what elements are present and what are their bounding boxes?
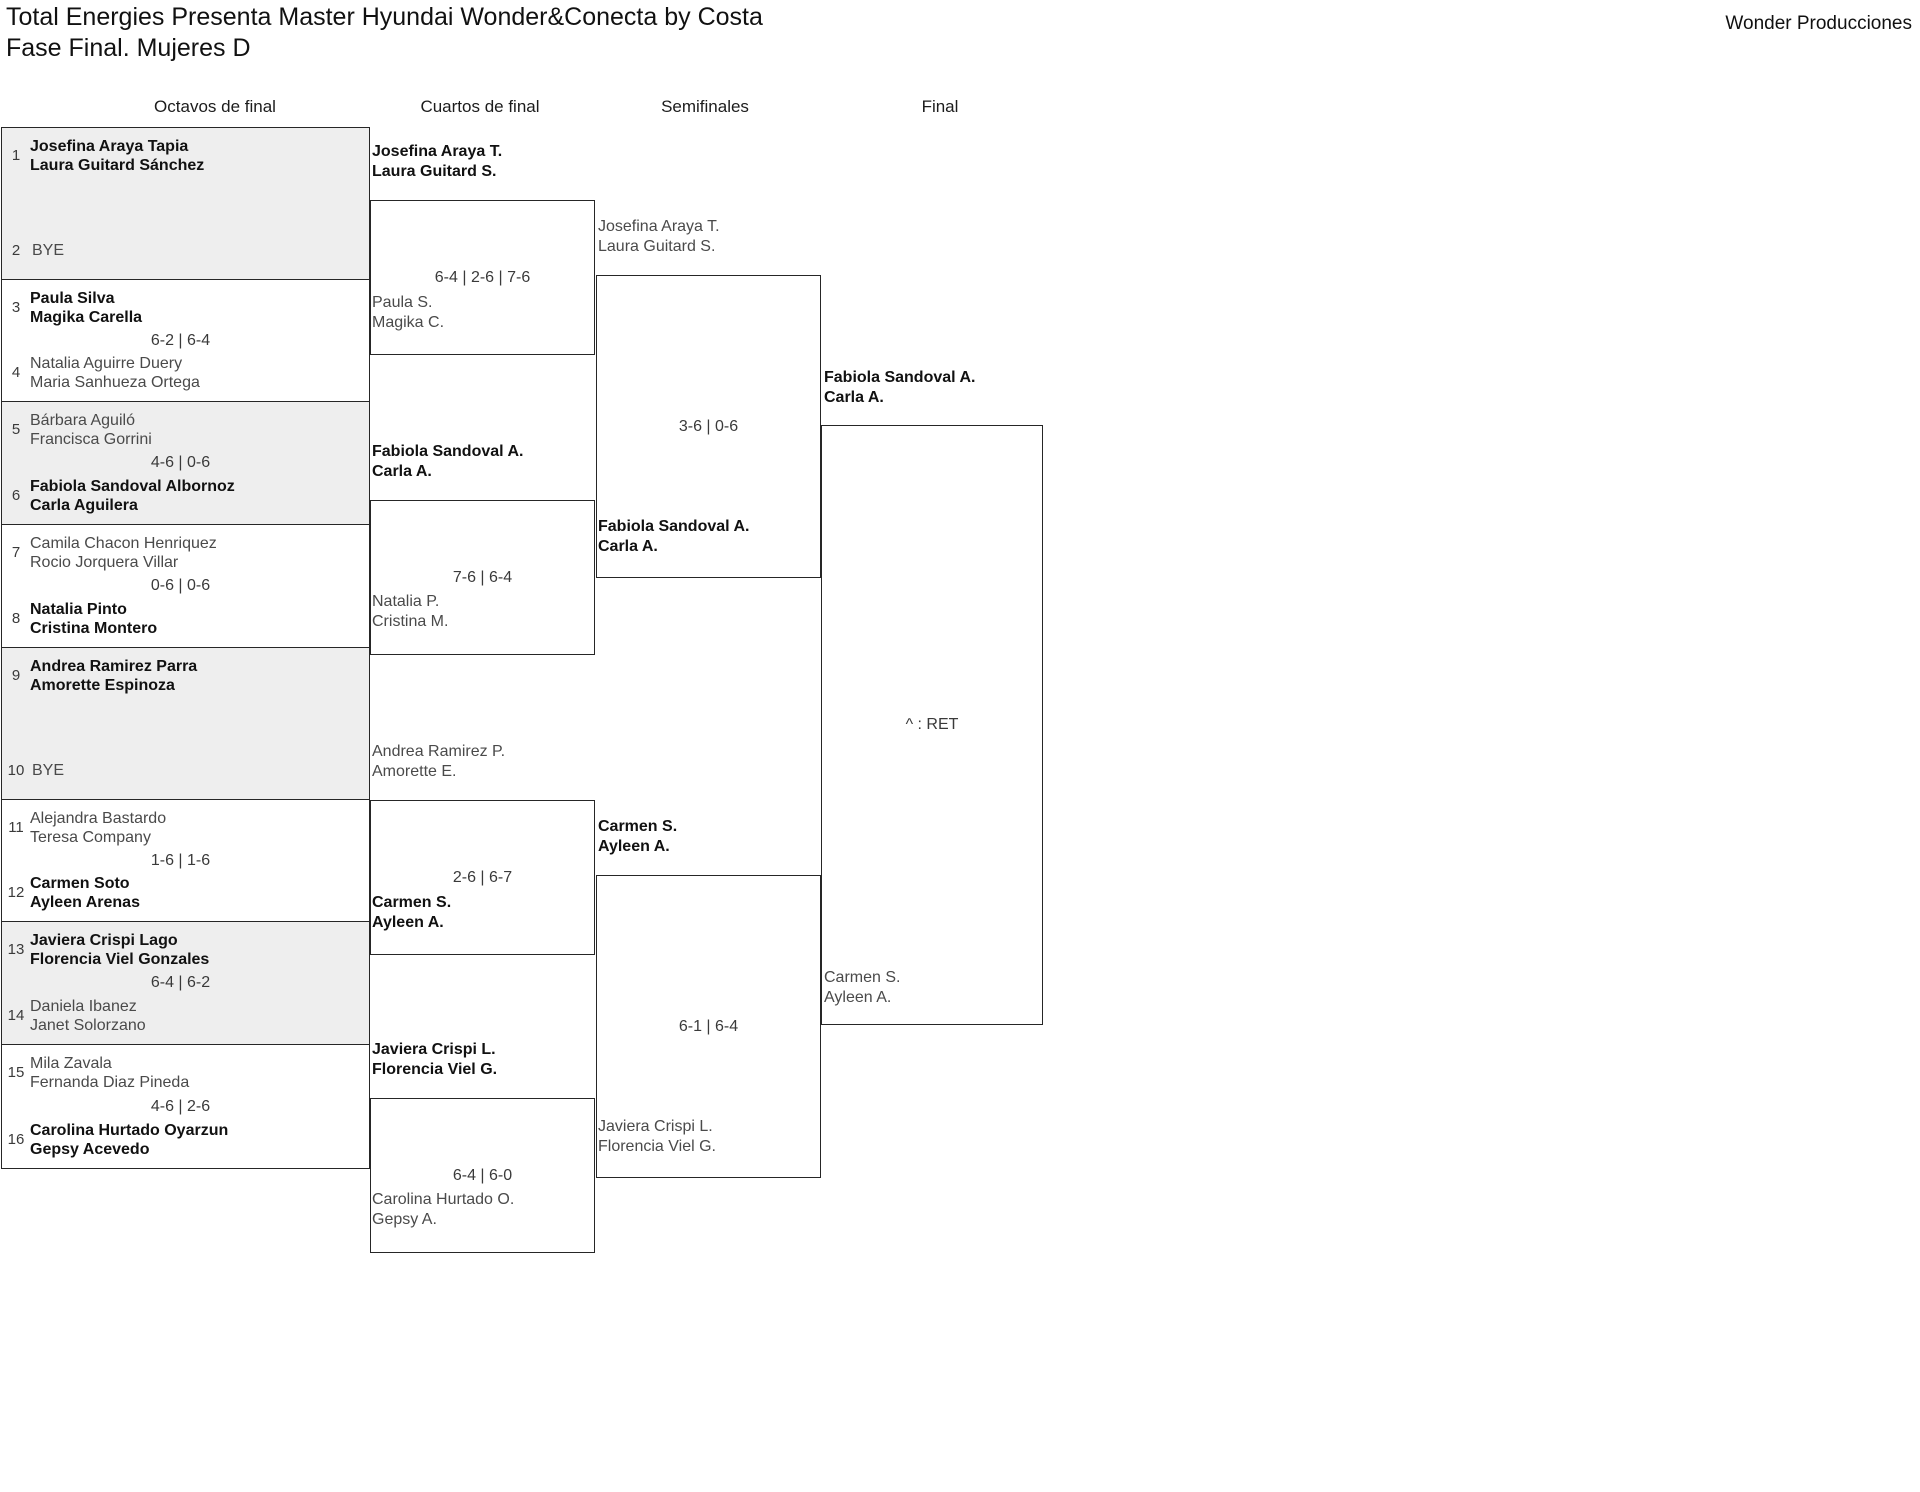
- team-names: BYE: [32, 762, 65, 780]
- seed-number: 13: [7, 941, 25, 958]
- r1-match-2-score: 6-2 | 6-4: [150, 331, 211, 349]
- r1-match-1-top[interactable]: 1 Josefina Araya Tapia Laura Guitard Sán…: [2, 136, 369, 176]
- seed-number: 2: [11, 242, 21, 259]
- r3-match-1-bottom-team[interactable]: Fabiola Sandoval A. Carla A.: [598, 518, 750, 555]
- r1-match-3-score: 4-6 | 0-6: [150, 454, 211, 471]
- r1-match-3-bottom[interactable]: 6 Fabiola Sandoval Albornoz Carla Aguile…: [2, 476, 369, 516]
- round-header-octavos: Octavos de final: [154, 97, 276, 116]
- r1-match-3-top[interactable]: 5 Bárbara Aguiló Francisca Gorrini: [2, 410, 369, 450]
- r2-match-3-bottom-team[interactable]: Carmen S. Ayleen A.: [372, 894, 452, 931]
- r1-match-1[interactable]: 1 Josefina Araya Tapia Laura Guitard Sán…: [2, 128, 369, 280]
- r2-match-3-connector[interactable]: 2-6 | 6-7: [370, 800, 595, 955]
- r2-match-2-bottom-team[interactable]: Natalia P. Cristina M.: [372, 593, 449, 630]
- seed-number: 14: [7, 1007, 25, 1024]
- r2-match-4-bottom-team[interactable]: Carolina Hurtado O. Gepsy A.: [372, 1191, 515, 1228]
- r2-match-1-top-team[interactable]: Josefina Araya T. Laura Guitard S.: [372, 143, 503, 180]
- r2-match-4-connector[interactable]: 6-4 | 6-0: [370, 1098, 595, 1253]
- team-names: Carolina Hurtado Oyarzun Gepsy Acevedo: [30, 1121, 229, 1159]
- seed-number: 7: [11, 544, 21, 561]
- team-names: Camila Chacon Henriquez Rocio Jorquera V…: [30, 534, 217, 572]
- r1-match-7-bottom[interactable]: 14 Daniela Ibanez Janet Solorzano: [2, 996, 369, 1036]
- r1-match-5-bottom[interactable]: 10 BYE: [2, 751, 369, 791]
- r1-match-4-top[interactable]: 7 Camila Chacon Henriquez Rocio Jorquera…: [2, 533, 369, 573]
- r1-match-6-score: 1-6 | 1-6: [150, 851, 211, 869]
- r2-match-1-connector[interactable]: 6-4 | 2-6 | 7-6: [370, 200, 595, 355]
- seed-number: 6: [11, 487, 21, 504]
- round-octavos-column: 1 Josefina Araya Tapia Laura Guitard Sán…: [1, 127, 370, 1169]
- seed-number: 12: [7, 884, 25, 901]
- seed-number: 11: [8, 819, 24, 836]
- r1-match-8[interactable]: 15 Mila Zavala Fernanda Diaz Pineda 4-6 …: [2, 1045, 369, 1168]
- r4-match-1-bottom-team[interactable]: Carmen S. Ayleen A.: [824, 969, 901, 1006]
- r1-match-3[interactable]: 5 Bárbara Aguiló Francisca Gorrini 4-6 |…: [2, 402, 369, 525]
- r3-match-2-connector[interactable]: 6-1 | 6-4: [596, 875, 821, 1178]
- r1-match-8-score: 4-6 | 2-6: [150, 1097, 211, 1115]
- seed-number: 5: [11, 421, 21, 438]
- r3-match-1-top-team[interactable]: Josefina Araya T. Laura Guitard S.: [598, 218, 720, 255]
- r1-match-7-score: 6-4 | 6-2: [150, 974, 211, 991]
- r2-match-2-top-team[interactable]: Fabiola Sandoval A. Carla A.: [372, 443, 524, 480]
- round-header-semifinales: Semifinales: [661, 97, 749, 116]
- r2-match-1-score: 6-4 | 2-6 | 7-6: [434, 268, 531, 286]
- seed-number: 4: [11, 364, 21, 381]
- team-names: Mila Zavala Fernanda Diaz Pineda: [30, 1054, 190, 1092]
- team-names: Daniela Ibanez Janet Solorzano: [30, 997, 146, 1035]
- r2-match-2-score: 7-6 | 6-4: [452, 568, 513, 586]
- seed-number: 10: [7, 762, 25, 779]
- r1-match-1-bottom[interactable]: 2 BYE: [2, 231, 369, 271]
- team-names: Fabiola Sandoval Albornoz Carla Aguilera: [30, 477, 235, 515]
- r2-match-4-top-team[interactable]: Javiera Crispi L. Florencia Viel G.: [372, 1041, 498, 1078]
- round-header-final: Final: [921, 97, 959, 116]
- r1-match-2[interactable]: 3 Paula Silva Magika Carella 6-2 | 6-4 4…: [2, 280, 369, 402]
- r2-match-3-top-team[interactable]: Andrea Ramirez P. Amorette E.: [372, 743, 506, 780]
- team-names: Carmen Soto Ayleen Arenas: [30, 874, 140, 912]
- team-names: Andrea Ramirez Parra Amorette Espinoza: [30, 657, 198, 695]
- r1-match-5-top[interactable]: 9 Andrea Ramirez Parra Amorette Espinoza: [2, 656, 369, 696]
- page-title: Total Energies Presenta Master Hyundai W…: [6, 3, 763, 62]
- team-names: Natalia Pinto Cristina Montero: [30, 600, 158, 638]
- r1-match-2-top[interactable]: 3 Paula Silva Magika Carella: [2, 288, 369, 328]
- r3-match-2-top-team[interactable]: Carmen S. Ayleen A.: [598, 818, 678, 855]
- r3-match-1-score: 3-6 | 0-6: [678, 417, 739, 435]
- r1-match-8-top[interactable]: 15 Mila Zavala Fernanda Diaz Pineda: [2, 1053, 369, 1093]
- seed-number: 16: [7, 1131, 25, 1148]
- team-names: Natalia Aguirre Duery Maria Sanhueza Ort…: [30, 354, 200, 392]
- r1-match-4-bottom[interactable]: 8 Natalia Pinto Cristina Montero: [2, 599, 369, 639]
- organizer-label: Wonder Producciones: [1725, 13, 1912, 34]
- r1-match-5[interactable]: 9 Andrea Ramirez Parra Amorette Espinoza…: [2, 648, 369, 800]
- r2-match-4-score: 6-4 | 6-0: [452, 1166, 513, 1184]
- team-names: Javiera Crispi Lago Florencia Viel Gonza…: [30, 931, 210, 969]
- seed-number: 8: [11, 610, 21, 627]
- r4-match-1-connector[interactable]: ^ : RET: [821, 425, 1043, 1025]
- r2-match-2-connector[interactable]: 7-6 | 6-4: [370, 500, 595, 655]
- r4-match-1-score: ^ : RET: [905, 716, 959, 733]
- team-names: BYE: [32, 242, 65, 260]
- r3-match-2-bottom-team[interactable]: Javiera Crispi L. Florencia Viel G.: [598, 1118, 716, 1155]
- r1-match-8-bottom[interactable]: 16 Carolina Hurtado Oyarzun Gepsy Aceved…: [2, 1120, 369, 1160]
- r2-match-3-score: 2-6 | 6-7: [452, 868, 513, 886]
- r1-match-6-bottom[interactable]: 12 Carmen Soto Ayleen Arenas: [2, 873, 369, 913]
- r4-match-1-top-team[interactable]: Fabiola Sandoval A. Carla A.: [824, 369, 976, 406]
- r1-match-7-top[interactable]: 13 Javiera Crispi Lago Florencia Viel Go…: [2, 930, 369, 970]
- seed-number: 1: [11, 147, 21, 164]
- r1-match-4[interactable]: 7 Camila Chacon Henriquez Rocio Jorquera…: [2, 525, 369, 648]
- seed-number: 15: [7, 1064, 25, 1081]
- team-names: Paula Silva Magika Carella: [30, 289, 143, 327]
- r2-match-1-bottom-team[interactable]: Paula S. Magika C.: [372, 294, 445, 331]
- r1-match-4-score: 0-6 | 0-6: [150, 577, 211, 594]
- team-names: Alejandra Bastardo Teresa Company: [30, 809, 167, 847]
- team-names: Josefina Araya Tapia Laura Guitard Sánch…: [30, 137, 205, 175]
- r1-match-6-top[interactable]: 11 Alejandra Bastardo Teresa Company: [2, 808, 369, 848]
- r1-match-6[interactable]: 11 Alejandra Bastardo Teresa Company 1-6…: [2, 800, 369, 922]
- r3-match-1-connector[interactable]: 3-6 | 0-6: [596, 275, 821, 578]
- r1-match-2-bottom[interactable]: 4 Natalia Aguirre Duery Maria Sanhueza O…: [2, 353, 369, 393]
- round-header-cuartos: Cuartos de final: [420, 97, 540, 116]
- r3-match-2-score: 6-1 | 6-4: [678, 1017, 739, 1035]
- seed-number: 9: [11, 667, 21, 684]
- team-names: Bárbara Aguiló Francisca Gorrini: [30, 411, 152, 449]
- r1-match-7[interactable]: 13 Javiera Crispi Lago Florencia Viel Go…: [2, 922, 369, 1045]
- seed-number: 3: [11, 299, 21, 316]
